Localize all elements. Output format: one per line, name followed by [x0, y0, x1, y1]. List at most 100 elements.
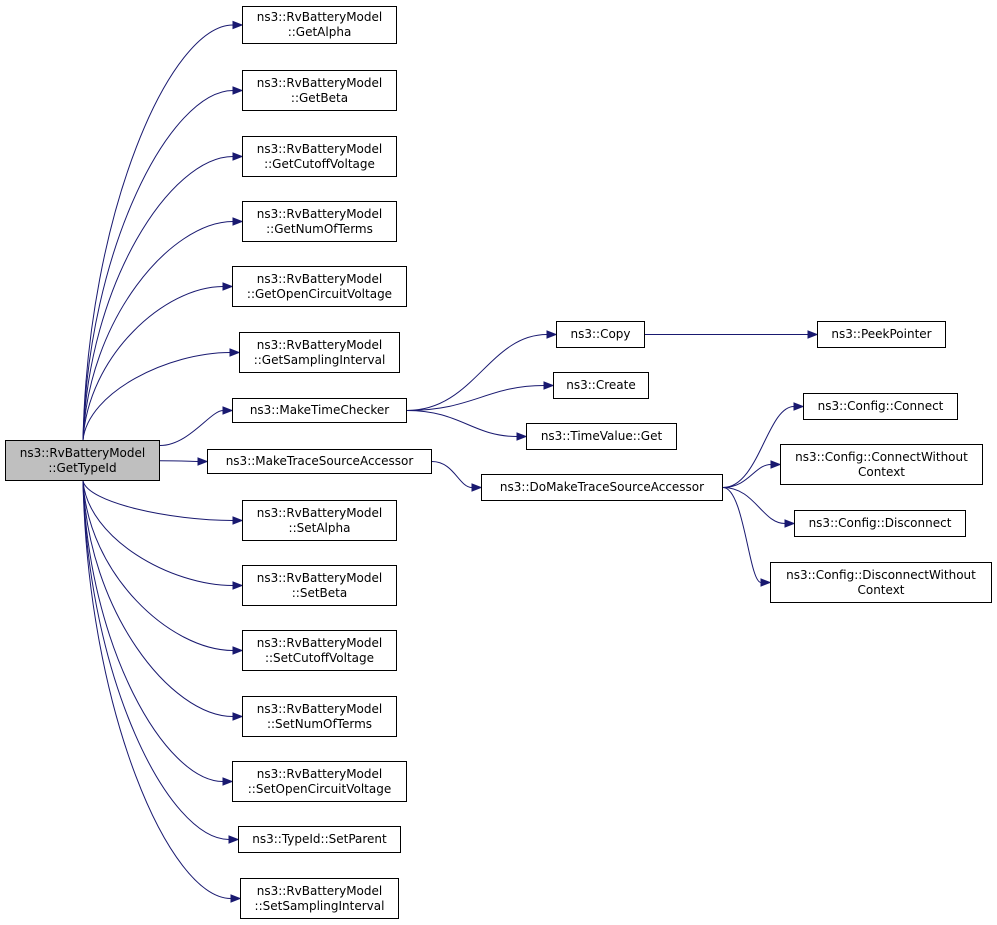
edge-domaketrace-to-disconnectwoctx	[722, 487, 762, 583]
edge-arrowhead	[232, 20, 244, 30]
node-peekpointer[interactable]: ns3::PeekPointer	[817, 321, 946, 348]
edge-arrowhead	[546, 330, 558, 339]
edge-root-to-maketracesource	[159, 460, 199, 462]
edge-root-to-getsampling	[82, 352, 231, 441]
node-copy[interactable]: ns3::Copy	[556, 321, 645, 348]
edge-root-to-setparent	[82, 480, 230, 840]
node-label-line: ::GetTypeId	[48, 460, 117, 475]
node-label-line: ::GetCutoffVoltage	[264, 156, 375, 171]
edge-arrowhead	[471, 483, 483, 492]
edge-root-to-getocv	[82, 286, 224, 441]
edge-root-to-setocv	[82, 480, 224, 782]
node-maketimechecker[interactable]: ns3::MakeTimeChecker	[232, 398, 407, 423]
node-label-line: ns3::RvBatteryModel	[256, 635, 383, 650]
node-create[interactable]: ns3::Create	[553, 372, 649, 399]
edge-root-to-getbeta	[82, 90, 234, 441]
node-label-line: ns3::RvBatteryModel	[256, 10, 383, 24]
edge-maketracesource-to-domaketrace	[431, 461, 473, 488]
edge-arrowhead	[516, 432, 528, 441]
node-label-line: ::SetCutoffVoltage	[264, 650, 375, 665]
edge-root-to-maketimechecker	[159, 410, 224, 446]
edge-arrowhead	[232, 217, 244, 226]
node-setocv[interactable]: ns3::RvBatteryModel::SetOpenCircuitVolta…	[232, 761, 407, 802]
edge-root-to-getalpha	[82, 24, 234, 441]
node-label-line: ::GetNumOfTerms	[266, 221, 373, 236]
node-label-line: ns3::RvBatteryModel	[256, 141, 383, 156]
edge-arrowhead	[222, 777, 234, 786]
edge-arrowhead	[232, 712, 244, 721]
node-label-line: Context	[857, 582, 905, 597]
node-timevalueget[interactable]: ns3::TimeValue::Get	[526, 423, 677, 450]
node-label-line: ::SetSamplingInterval	[254, 898, 385, 913]
node-label-line: ns3::RvBatteryModel	[19, 445, 146, 460]
edge-arrowhead	[222, 406, 234, 415]
edge-arrowhead	[807, 330, 819, 339]
node-label-line: ns3::Config::DisconnectWithout	[786, 567, 976, 582]
node-label-line: ns3::RvBatteryModel	[256, 271, 383, 286]
node-label-line: ns3::Config::ConnectWithout	[795, 449, 968, 464]
edge-arrowhead	[760, 578, 772, 587]
node-getcutoff[interactable]: ns3::RvBatteryModel::GetCutoffVoltage	[242, 136, 397, 177]
node-label-line: ::SetBeta	[291, 585, 348, 600]
node-label-line: ns3::RvBatteryModel	[256, 766, 383, 781]
node-label-line: ns3::RvBatteryModel	[256, 570, 383, 585]
node-root: ns3::RvBatteryModel::GetTypeId	[5, 440, 160, 481]
node-label-line: ::GetBeta	[290, 90, 349, 105]
node-label-line: ns3::DoMakeTraceSourceAccessor	[499, 480, 705, 494]
node-getalpha[interactable]: ns3::RvBatteryModel::GetAlpha	[242, 6, 397, 44]
edge-root-to-setnumterms	[82, 480, 234, 717]
edge-arrowhead	[543, 381, 555, 390]
node-label-line: ::SetAlpha	[288, 520, 351, 535]
node-getnumterms[interactable]: ns3::RvBatteryModel::GetNumOfTerms	[242, 201, 397, 242]
node-getbeta[interactable]: ns3::RvBatteryModel::GetBeta	[242, 70, 397, 111]
node-setparent[interactable]: ns3::TypeId::SetParent	[238, 826, 401, 853]
edge-arrowhead	[770, 460, 782, 469]
edge-domaketrace-to-connectwoctx	[722, 464, 772, 488]
edge-arrowhead	[222, 282, 234, 291]
node-maketracesource[interactable]: ns3::MakeTraceSourceAccessor	[207, 449, 432, 474]
edge-domaketrace-to-connect	[722, 406, 795, 488]
node-setcutoff[interactable]: ns3::RvBatteryModel::SetCutoffVoltage	[242, 630, 397, 671]
node-label-line: ns3::Create	[566, 378, 636, 392]
node-getocv[interactable]: ns3::RvBatteryModel::GetOpenCircuitVolta…	[232, 266, 407, 307]
edge-root-to-setbeta	[82, 480, 234, 586]
edge-root-to-getcutoff	[82, 156, 234, 441]
edge-arrowhead	[232, 152, 244, 161]
edge-maketimechecker-to-timevalueget	[406, 410, 518, 437]
node-setnumterms[interactable]: ns3::RvBatteryModel::SetNumOfTerms	[242, 696, 397, 737]
node-domaketrace[interactable]: ns3::DoMakeTraceSourceAccessor	[481, 474, 723, 501]
edge-arrowhead	[232, 646, 244, 655]
edge-maketimechecker-to-create	[406, 385, 545, 411]
node-setalpha[interactable]: ns3::RvBatteryModel::SetAlpha	[242, 500, 397, 541]
edge-arrowhead	[784, 519, 796, 528]
node-label-line: ns3::RvBatteryModel	[256, 701, 383, 716]
edge-arrowhead	[229, 348, 241, 357]
edge-root-to-setsampling	[82, 480, 232, 899]
node-label-line: ns3::MakeTimeChecker	[249, 403, 390, 417]
edge-arrowhead	[232, 516, 244, 525]
node-setbeta[interactable]: ns3::RvBatteryModel::SetBeta	[242, 565, 397, 606]
node-label-line: ns3::Config::Connect	[817, 399, 944, 413]
node-label-line: ::GetSamplingInterval	[253, 352, 386, 367]
edge-arrowhead	[228, 835, 240, 844]
node-label-line: ns3::RvBatteryModel	[256, 206, 383, 221]
edge-arrowhead	[232, 581, 244, 590]
node-label-line: ns3::TypeId::SetParent	[252, 832, 387, 846]
edge-arrowhead	[793, 402, 805, 411]
edge-root-to-setalpha	[82, 480, 234, 521]
edge-root-to-getnumterms	[82, 221, 234, 441]
node-getsampling[interactable]: ns3::RvBatteryModel::GetSamplingInterval	[239, 332, 400, 373]
node-label-line: ns3::RvBatteryModel	[256, 75, 383, 90]
node-label-line: ns3::MakeTraceSourceAccessor	[225, 454, 414, 468]
node-disconnect[interactable]: ns3::Config::Disconnect	[794, 510, 966, 537]
node-connect[interactable]: ns3::Config::Connect	[803, 393, 958, 420]
node-label-line: ::GetOpenCircuitVoltage	[246, 286, 393, 301]
node-setsampling[interactable]: ns3::RvBatteryModel::SetSamplingInterval	[240, 878, 399, 919]
node-label-line: ns3::PeekPointer	[831, 327, 932, 341]
edge-arrowhead	[197, 457, 209, 466]
edge-root-to-setcutoff	[82, 480, 234, 651]
